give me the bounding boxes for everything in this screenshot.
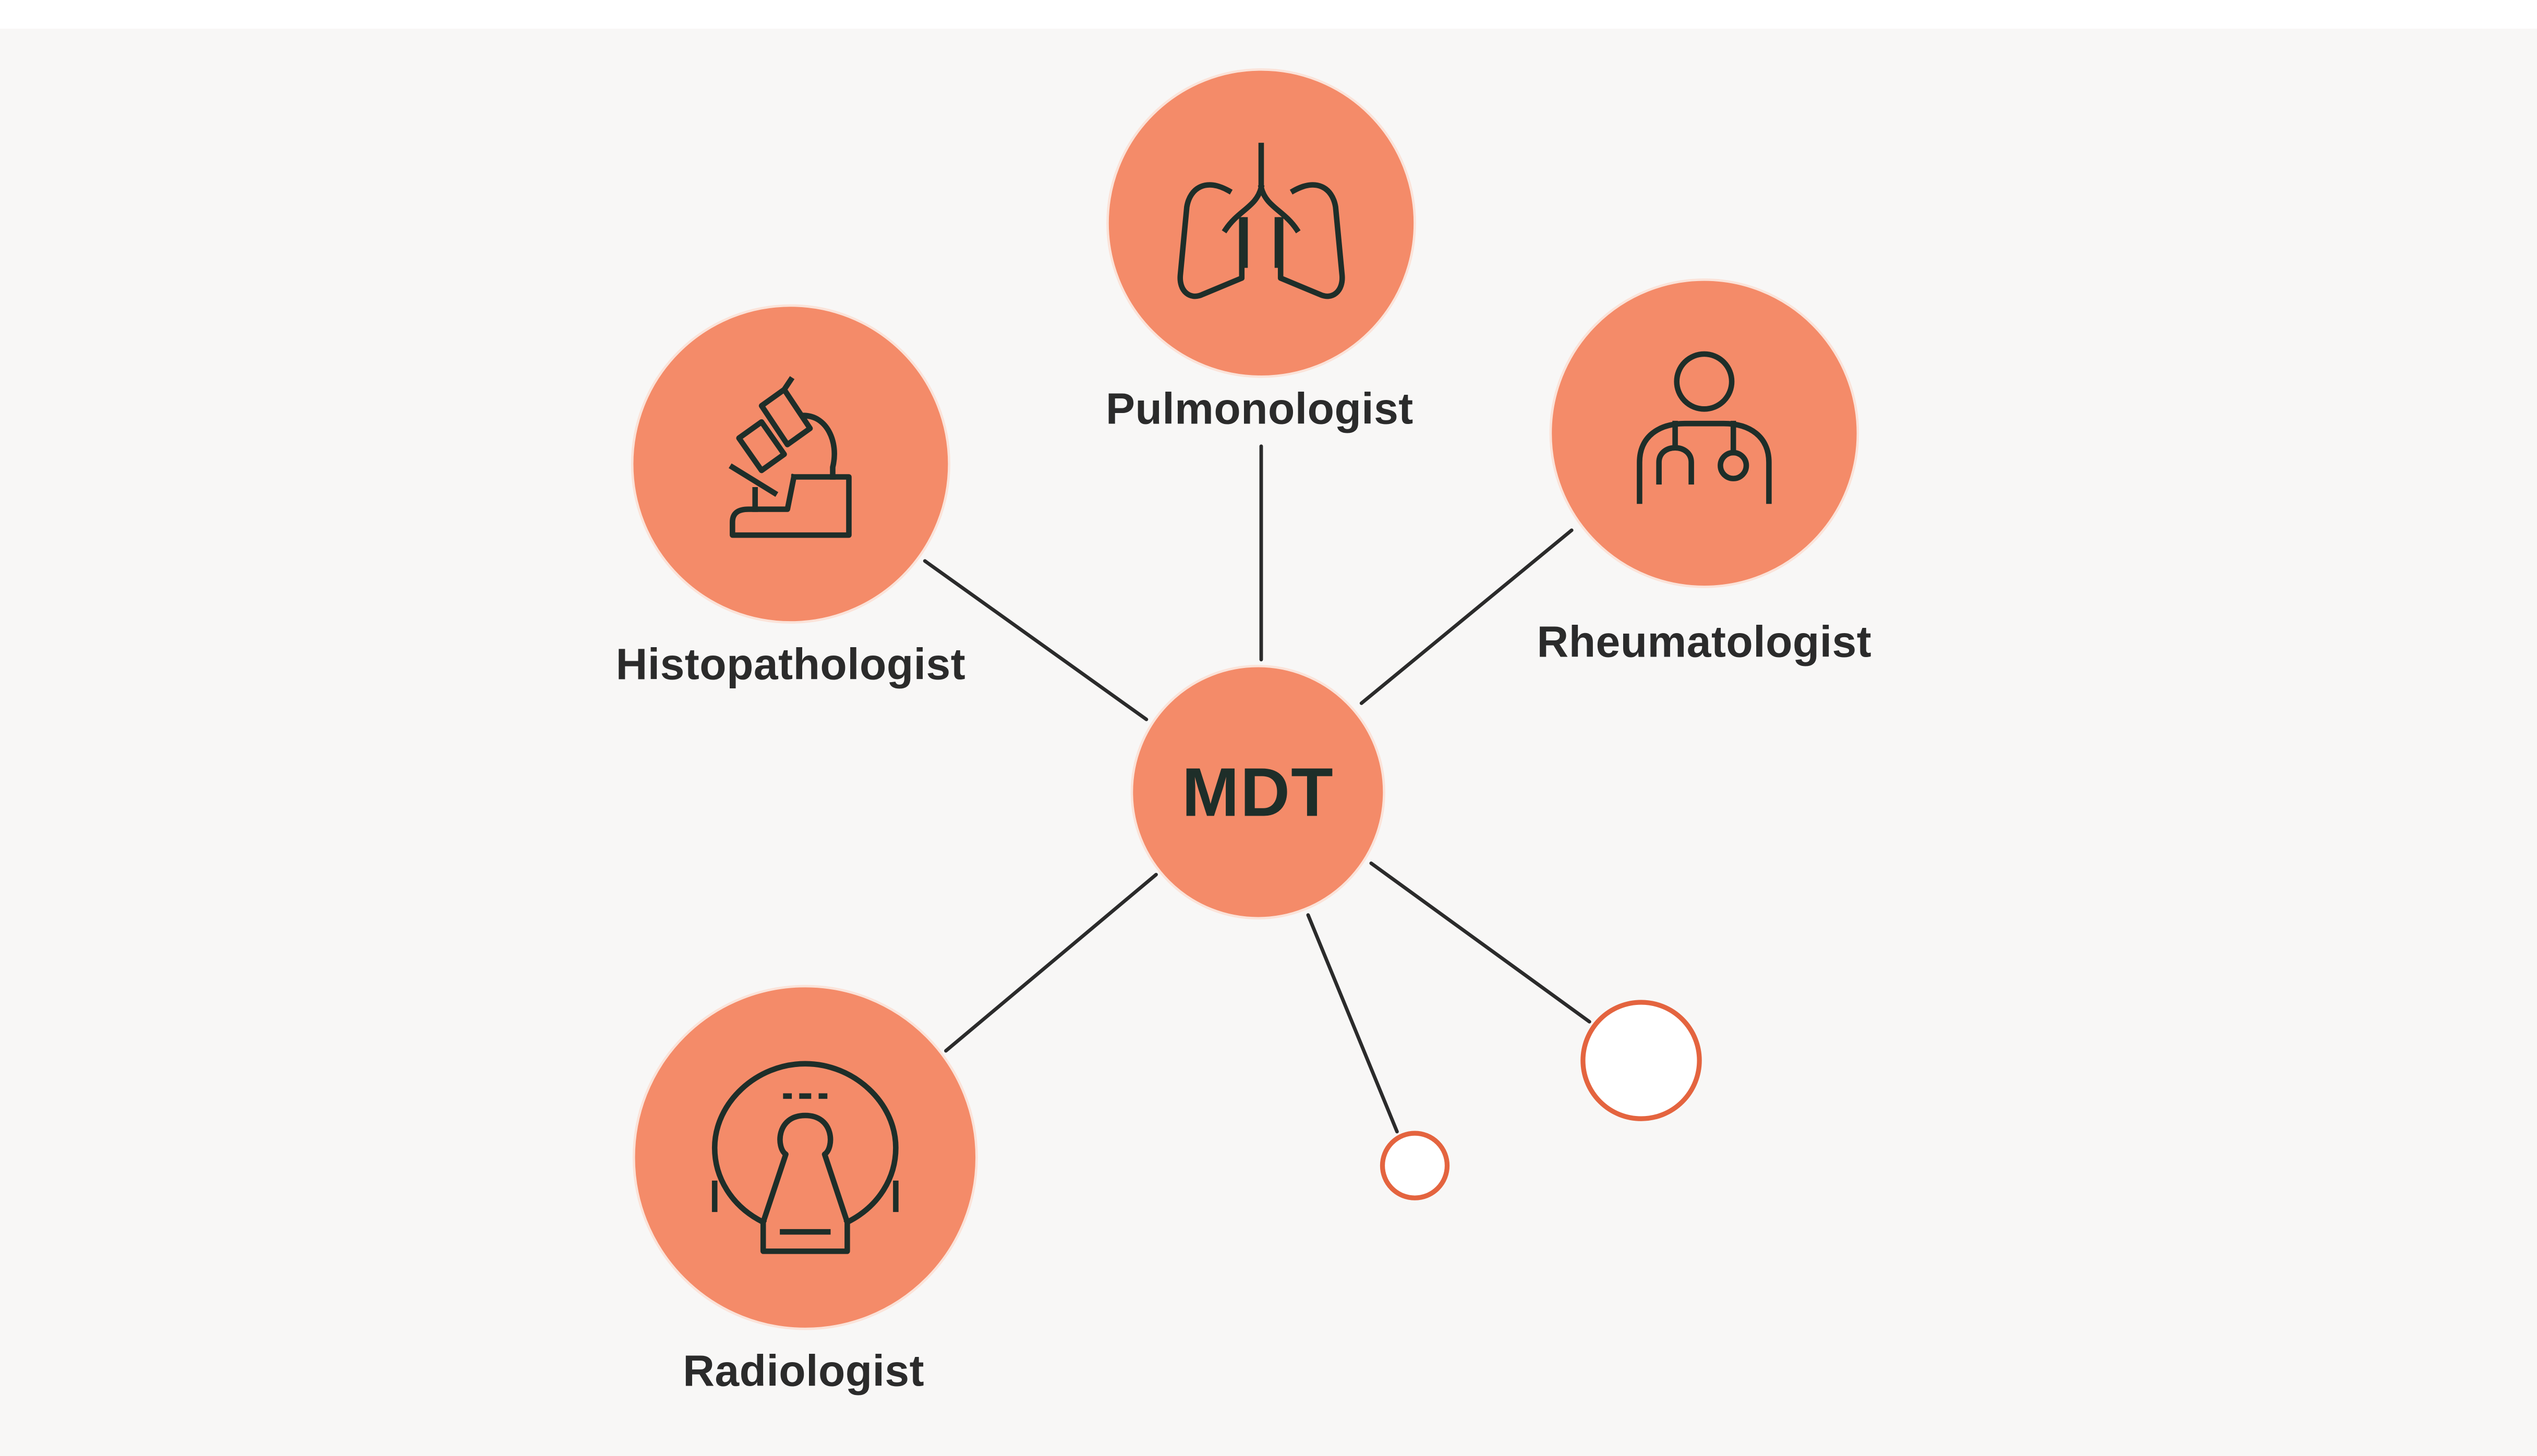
connector-empty-medium (1369, 861, 1591, 1024)
connectors (923, 444, 1591, 1134)
node-pulmonologist (1106, 68, 1416, 378)
node-label-rheumatologist: Rheumatologist (1537, 617, 1872, 666)
node-rheumatologist (1549, 278, 1859, 588)
microscope-icon (729, 376, 852, 538)
node-empty-medium (1580, 1000, 1702, 1121)
connector-radiologist (944, 872, 1158, 1053)
hub-node-mdt (1130, 664, 1385, 920)
node-empty-small (1380, 1131, 1450, 1200)
node-label-histopathologist: Histopathologist (615, 639, 966, 689)
node-label-pulmonologist: Pulmonologist (1105, 384, 1414, 433)
node-label-radiologist: Radiologist (683, 1346, 925, 1396)
connector-rheumatologist (1359, 528, 1574, 705)
connector-histopathologist (923, 559, 1149, 721)
nodes (631, 68, 1859, 1330)
doctor-stethoscope-icon (1637, 351, 1772, 504)
node-histopathologist (631, 304, 951, 624)
hub-label-mdt: MDT (1181, 754, 1334, 831)
mri-scanner-icon (711, 1061, 899, 1254)
node-radiologist (632, 985, 978, 1330)
lungs-icon (1177, 142, 1345, 299)
connector-empty-small (1306, 913, 1399, 1134)
